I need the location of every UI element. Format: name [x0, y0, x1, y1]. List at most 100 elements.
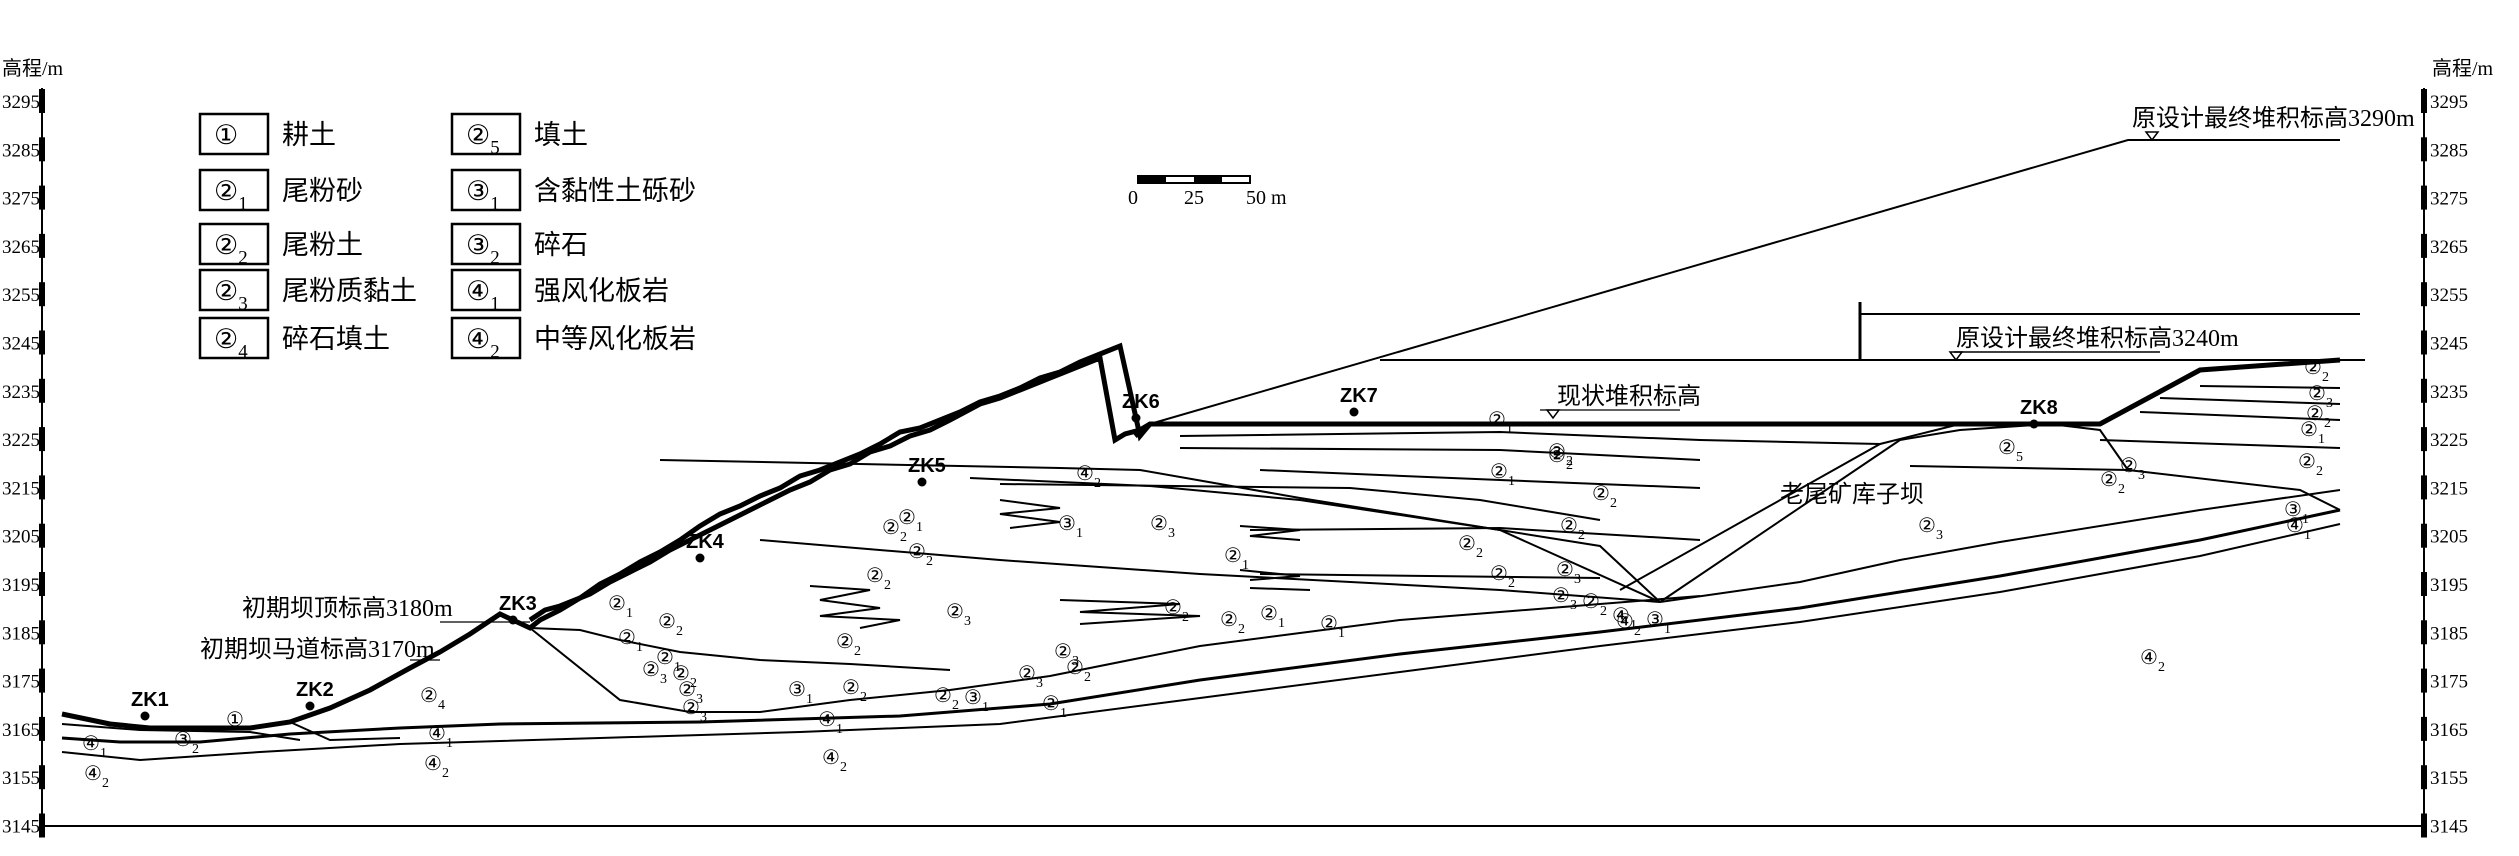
- strata-label: ②2: [672, 663, 697, 691]
- strata-label-symbol: ②: [1592, 483, 1610, 505]
- strata-label-symbol: ②: [1998, 437, 2016, 459]
- strata-label-symbol: ②: [908, 541, 926, 563]
- legend-label: 尾粉土: [282, 230, 363, 260]
- old-dam-label: 老尾矿库子坝: [1780, 481, 1924, 508]
- strata-label: ②1: [2300, 419, 2325, 447]
- strata-label: ④1: [82, 733, 107, 761]
- legend-label: 碎石填土: [282, 324, 390, 354]
- legend-symbol: ②1: [214, 176, 248, 214]
- left-tick-label: 3285: [2, 140, 40, 161]
- strata-label-sub: 2: [1566, 454, 1573, 469]
- strata-label-sub: 1: [1664, 622, 1671, 637]
- strata-label: ②3: [2308, 383, 2333, 411]
- strata-label-sub: 2: [840, 760, 847, 775]
- strata-label-symbol: ③: [1646, 609, 1664, 631]
- left-tick-label: 3215: [2, 478, 40, 499]
- current-level-label: 现状堆积标高: [1557, 383, 1701, 410]
- legend-label: 含黏性土砾砂: [534, 176, 696, 206]
- strata-label-symbol: ①: [226, 709, 244, 731]
- legend-symbol-sub: 1: [490, 293, 499, 314]
- legend-swatch: [450, 168, 522, 212]
- strata-label-sub: 1: [1338, 626, 1345, 641]
- strata-label-symbol: ②: [1220, 609, 1238, 631]
- strata-label: ②1: [608, 593, 633, 621]
- strata-label-symbol: ②: [2298, 451, 2316, 473]
- strata-label-symbol: ③: [788, 679, 806, 701]
- legend-symbol: ②5: [466, 120, 500, 158]
- strata-label-sub: 1: [100, 746, 107, 761]
- strata-label: ②5: [1998, 437, 2023, 465]
- strata-label-sub: 2: [676, 624, 683, 639]
- strata-label: ②3: [1018, 663, 1043, 691]
- design-slope-line: [1149, 139, 2340, 425]
- right-tick-label: 3145: [2430, 817, 2468, 838]
- strata-label-sub: 2: [854, 644, 861, 659]
- strata-label: ①: [226, 709, 244, 731]
- legend-symbol-symbol: ①: [214, 120, 238, 150]
- strata-label-symbol: ④: [1616, 611, 1634, 633]
- strata-label-sub: 3: [1936, 528, 1943, 543]
- legend-symbol: ②2: [214, 230, 248, 268]
- strata-label: ②2: [2304, 357, 2329, 385]
- strata-label-sub: 1: [1242, 558, 1249, 573]
- strata-label: ③2: [174, 729, 199, 757]
- borehole-label: ZK1: [131, 689, 169, 711]
- legend-item: ③1 含黏性土砾砂: [450, 168, 696, 214]
- strata-label: ④1: [428, 723, 453, 751]
- strata-label-symbol: ②: [2120, 455, 2138, 477]
- left-tick-label: 3165: [2, 720, 40, 741]
- strata-label-symbol: ②: [1260, 603, 1278, 625]
- strata-label-symbol: ②: [898, 507, 916, 529]
- borehole-marker: [1349, 407, 1359, 417]
- strata-label-symbol: ④: [1612, 605, 1630, 627]
- strata-label: ④1: [2286, 515, 2311, 543]
- strata-label-sub: 3: [696, 692, 703, 707]
- legend-swatch: [198, 168, 270, 212]
- strata-label-symbol: ②: [1042, 693, 1060, 715]
- legend-symbol-symbol: ③: [466, 176, 490, 206]
- strata-label-sub: 2: [192, 742, 199, 757]
- strata-label-sub: 2: [952, 698, 959, 713]
- strata-label-sub: 3: [1072, 654, 1079, 669]
- legend-item: ②1 尾粉砂: [198, 168, 363, 214]
- borehole-label: ZK7: [1340, 385, 1378, 407]
- legend-symbol: ④2: [466, 324, 500, 362]
- right-tick-label: 3195: [2430, 575, 2468, 596]
- strata-label-sub: 2: [102, 776, 109, 791]
- strata-label-sub: 2: [1182, 610, 1189, 625]
- legend-swatch: [450, 268, 522, 312]
- strata-label-symbol: ④: [1076, 463, 1094, 485]
- legend-symbol: ③1: [466, 176, 500, 214]
- legend-symbol-sub: 5: [490, 137, 499, 158]
- strata-label: ②3: [642, 659, 667, 687]
- strata-label: ②2: [1066, 657, 1091, 685]
- legend-label: 强风化板岩: [534, 276, 669, 306]
- left-tick-label: 3245: [2, 334, 40, 355]
- strata-label-sub: 3: [2138, 468, 2145, 483]
- left-tick-label: 3155: [2, 768, 40, 789]
- strata-label-sub: 5: [2016, 450, 2023, 465]
- strata-label-symbol: ②: [1548, 445, 1566, 467]
- strata-label-symbol: ②: [1224, 545, 1242, 567]
- legend-label: 尾粉砂: [282, 176, 363, 206]
- strata-label-symbol: ②: [934, 685, 952, 707]
- strata-label: ④2: [822, 747, 847, 775]
- strata-label-symbol: ③: [174, 729, 192, 751]
- borehole-marker: [1131, 413, 1141, 423]
- design-3290-label: 原设计最终堆积标高3290m: [2132, 105, 2415, 132]
- strata-label-sub: 3: [2326, 396, 2333, 411]
- strata-label-sub: 1: [1278, 616, 1285, 631]
- legend-item: ②2 尾粉土: [198, 222, 363, 268]
- strata-label-sub: 1: [1076, 526, 1083, 541]
- strata-label-sub: 2: [1566, 458, 1573, 473]
- strata-label: ②2: [842, 677, 867, 705]
- strata-label: ②3: [678, 679, 703, 707]
- strata-label: ②3: [2120, 455, 2145, 483]
- borehole-marker: [917, 477, 927, 487]
- borehole-marker: [695, 553, 705, 563]
- strata-label: ②3: [682, 697, 707, 725]
- strata-label-symbol: ②: [420, 685, 438, 707]
